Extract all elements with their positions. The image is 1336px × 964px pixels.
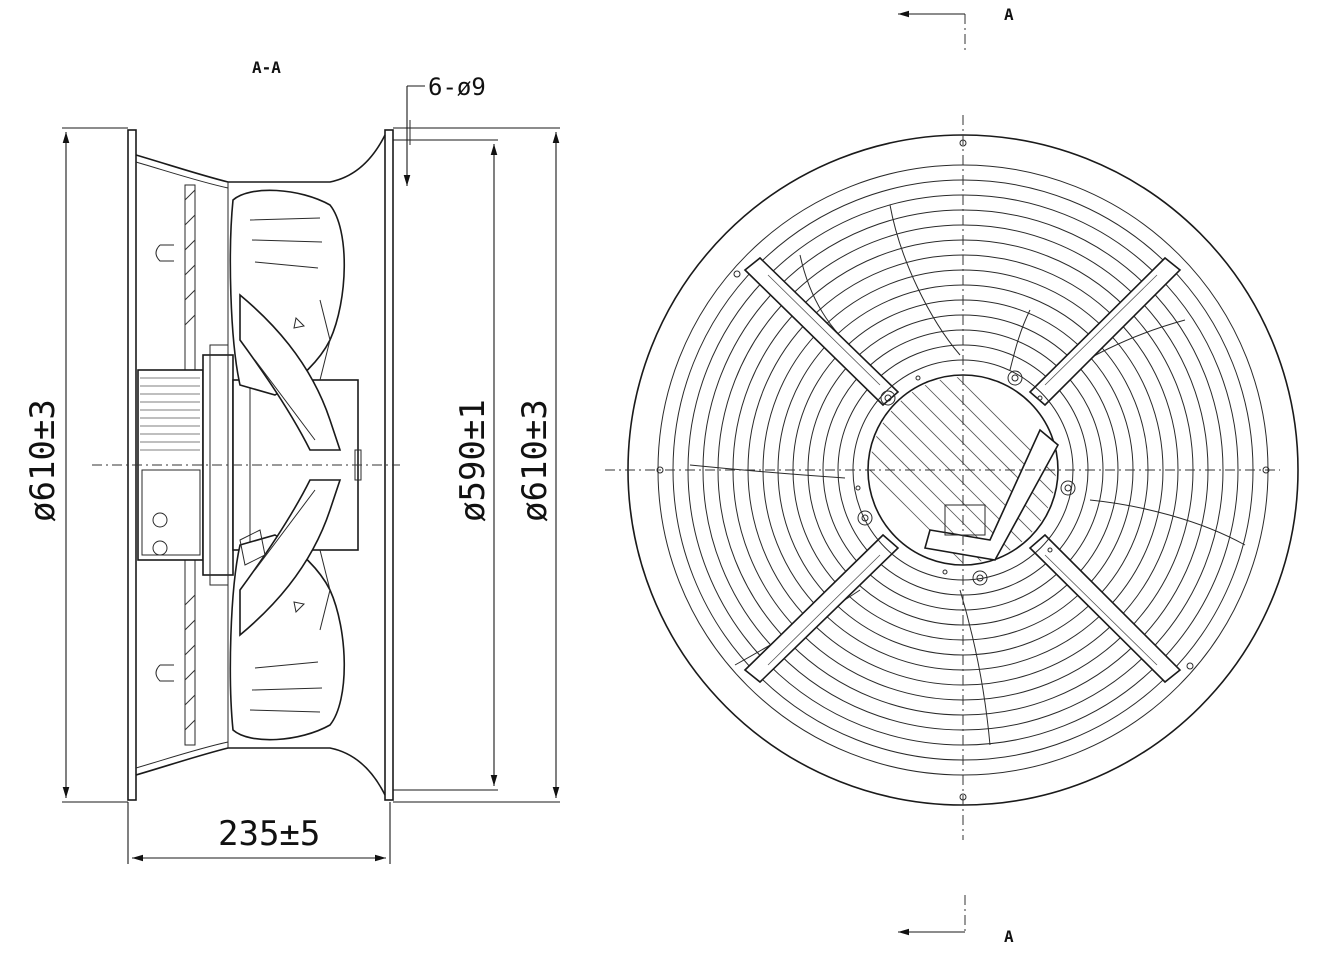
outer-dia-right-label: ø610±3 — [515, 399, 555, 522]
section-mark-bottom: A — [1004, 927, 1014, 946]
shroud-top — [135, 134, 386, 183]
section-view: A-A 6-ø9 ø610±3 ø590±1 ø610±3 235±5 — [23, 58, 560, 864]
depth-label: 235±5 — [218, 814, 320, 854]
section-title: A-A — [252, 58, 281, 77]
outer-dia-left-label: ø610±3 — [23, 399, 63, 522]
support-struts — [743, 256, 1182, 684]
blade-lower-2 — [239, 479, 342, 637]
shroud-bottom — [135, 747, 386, 796]
inner-dia-label: ø590±1 — [453, 399, 493, 522]
terminal-box — [923, 428, 1060, 561]
mounting-holes-label: 6-ø9 — [428, 73, 486, 101]
hub-bolts — [855, 370, 1076, 586]
front-view: A A — [605, 5, 1299, 946]
blade-upper-2 — [239, 293, 342, 451]
section-mark-top: A — [1004, 5, 1014, 24]
